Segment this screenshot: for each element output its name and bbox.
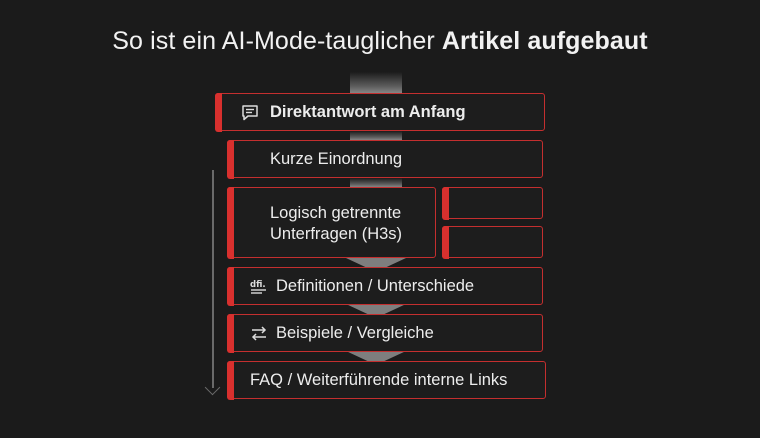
timeline-arrow-head <box>204 379 221 396</box>
step-label: Direktantwort am Anfang <box>270 103 466 121</box>
flow-connector-1 <box>350 131 402 140</box>
step-faq: FAQ / Weiterführende interne Links <box>226 360 546 400</box>
step-label: Definitionen / Unterschiede <box>276 277 475 295</box>
definition-icon: dfi. <box>250 278 268 300</box>
step-direktantwort: Direktantwort am Anfang <box>214 92 545 132</box>
subquestion-box-2 <box>441 225 543 259</box>
step-label: FAQ / Weiterführende interne Links <box>250 371 508 389</box>
timeline-line <box>212 170 214 388</box>
flow-connector-2 <box>350 178 402 187</box>
step-einordnung: Kurze Einordnung <box>226 139 543 179</box>
step-label: Logisch getrennte Unterfragen (H3s) <box>270 204 403 243</box>
step-definitionen: dfi. Definitionen / Unterschiede <box>226 266 543 306</box>
step-unterfragen: Logisch getrennte Unterfragen (H3s) <box>226 186 436 259</box>
flow-connector-top <box>350 72 402 93</box>
subquestion-box-1 <box>441 186 543 220</box>
svg-text:dfi.: dfi. <box>250 280 266 290</box>
step-label: Beispiele / Vergleiche <box>276 324 434 342</box>
title-emphasis: Artikel aufgebaut <box>441 27 648 55</box>
compare-arrows-icon <box>250 325 268 347</box>
title-prefix: So ist ein AI-Mode-tauglicher <box>112 27 435 55</box>
step-label: Kurze Einordnung <box>270 150 403 168</box>
chat-bubble-icon <box>241 104 259 126</box>
step-beispiele: Beispiele / Vergleiche <box>226 313 543 353</box>
page-title: So ist ein AI-Mode-tauglicher Artikel au… <box>0 27 760 56</box>
